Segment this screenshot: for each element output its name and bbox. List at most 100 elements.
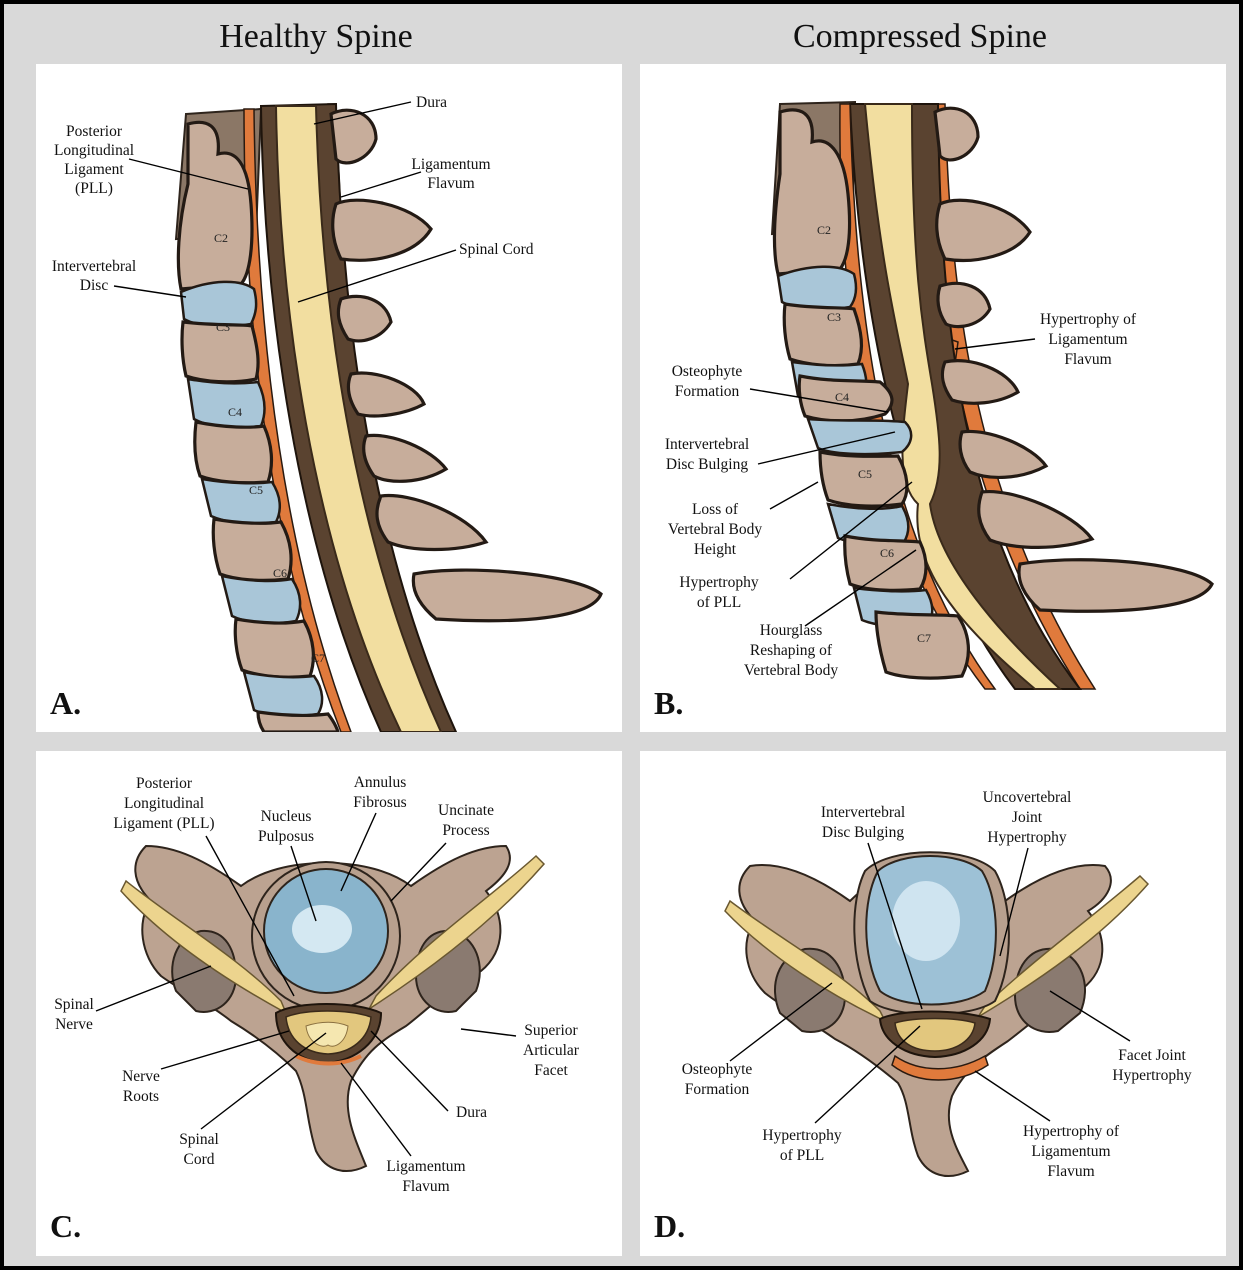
label-spinal-cord: Spinal Cord: [459, 241, 534, 258]
panel-b: C2 C3 C4 C5 C6 C7 Hypertrophy of Ligamen…: [640, 64, 1226, 732]
label-lig-flavum-2: Flavum: [402, 1178, 449, 1195]
label-hyp-pll-1: Hypertrophy: [679, 574, 758, 591]
disc-c4-c5: [202, 479, 280, 524]
label-sup-facet-3: Facet: [534, 1062, 568, 1079]
label-loss-height-2: Vertebral Body: [668, 521, 763, 538]
panel-b-svg: C2 C3 C4 C5 C6 C7 Hypertrophy of Ligamen…: [640, 64, 1226, 732]
spinous-process-c4: [348, 373, 424, 416]
label-hourglass-2: Reshaping of: [750, 642, 833, 659]
vertebra-label: C2: [214, 231, 228, 245]
label-nucleus-2: Pulposus: [258, 828, 314, 845]
label-spinal-nerve-1: Spinal: [54, 996, 94, 1013]
spinous-process-c7: [1019, 560, 1212, 611]
label-hourglass-3: Vertebral Body: [744, 662, 839, 679]
label-annulus-1: Annulus: [354, 774, 407, 791]
spinous-process-c1: [935, 108, 978, 160]
label-disc-bulging-1: Intervertebral: [665, 436, 749, 453]
label-pll-3: Ligament: [64, 161, 124, 178]
vertebra-label: C3: [216, 320, 230, 334]
panel-a-svg: C2 C3 C4 C5 C6 C7 Dura Posterior Longitu…: [36, 64, 622, 732]
label-uncovertebral-1: Uncovertebral: [983, 789, 1072, 806]
spinous-process-c2: [937, 200, 1030, 260]
panel-letter-b: B.: [654, 685, 683, 721]
label-lig-flavum-1: Ligamentum: [411, 156, 490, 173]
label-pll-1: Posterior: [136, 775, 193, 792]
label-loss-height-1: Loss of: [692, 501, 739, 518]
panel-letter-c: C.: [50, 1208, 81, 1244]
leader-line: [371, 1031, 448, 1111]
vertebra-label: C4: [835, 390, 849, 404]
panel-letter-a: A.: [50, 685, 81, 721]
label-disc-2: Disc: [80, 277, 109, 294]
label-dura: Dura: [416, 94, 447, 111]
spinous-process-c2: [333, 200, 431, 260]
label-nerve-roots-1: Nerve: [122, 1068, 160, 1085]
vertebra-label: C3: [827, 310, 841, 324]
label-osteophyte-2: Formation: [675, 383, 740, 400]
disc-c5-c6: [222, 576, 300, 623]
vertebra-label: C5: [249, 483, 263, 497]
label-disc-1: Intervertebral: [52, 258, 136, 275]
label-hyp-lf-2: Ligamentum: [1031, 1143, 1110, 1160]
vertebra-axial-healthy: [121, 846, 544, 1171]
nucleus-pulposus: [292, 905, 352, 953]
vertebra-c7: [876, 612, 968, 678]
label-spinal-nerve-2: Nerve: [55, 1016, 93, 1033]
leader-line: [770, 482, 818, 509]
leader-line: [341, 172, 421, 197]
label-spinal-cord-1: Spinal: [179, 1131, 219, 1148]
vertebra-label: C4: [228, 405, 242, 419]
label-lig-flavum-2: Flavum: [427, 175, 474, 192]
label-hyp-lf-1: Hypertrophy of: [1023, 1123, 1120, 1140]
label-nucleus-1: Nucleus: [261, 808, 312, 825]
label-disc-bulging-2: Disc Bulging: [666, 456, 748, 473]
label-lig-flavum-1: Ligamentum: [386, 1158, 465, 1175]
label-hourglass-1: Hourglass: [760, 622, 823, 639]
leader-line: [975, 1071, 1050, 1121]
vertebra-label: C6: [273, 566, 287, 580]
panel-d-svg: Intervertebral Disc Bulging Uncovertebra…: [640, 751, 1226, 1256]
label-osteophyte-2: Formation: [685, 1081, 750, 1098]
label-hyp-lf-2: Ligamentum: [1048, 331, 1127, 348]
label-loss-height-3: Height: [694, 541, 737, 558]
label-uncinate-2: Process: [442, 822, 489, 839]
label-dura: Dura: [456, 1104, 487, 1121]
label-hyp-lf-3: Flavum: [1047, 1163, 1094, 1180]
label-uncovertebral-3: Hypertrophy: [987, 829, 1066, 846]
spinous-process-c6: [377, 496, 486, 550]
label-sup-facet-1: Superior: [524, 1022, 578, 1039]
vertebra-c7: [258, 712, 338, 732]
spinous-process-c7: [413, 570, 601, 621]
label-uncovertebral-2: Joint: [1012, 809, 1043, 826]
label-facet-hyp-2: Hypertrophy: [1112, 1067, 1191, 1084]
disc-c3-c4: [188, 379, 264, 428]
vertebra-c3: [784, 304, 861, 366]
panel-letter-d: D.: [654, 1208, 685, 1244]
vertebra-c6: [235, 619, 313, 677]
spinous-process-c3: [938, 283, 990, 326]
spinous-process-c3: [338, 296, 391, 340]
label-spinal-cord-2: Cord: [184, 1151, 215, 1168]
label-pll-2: Longitudinal: [124, 795, 204, 812]
label-osteophyte-1: Osteophyte: [672, 363, 743, 380]
vertebra-label: C7: [917, 631, 931, 645]
vertebra-label: C2: [817, 223, 831, 237]
leader-line: [461, 1029, 516, 1036]
label-hyp-pll-2: of PLL: [697, 594, 741, 611]
label-annulus-2: Fibrosus: [353, 794, 406, 811]
label-osteophyte-1: Osteophyte: [682, 1061, 753, 1078]
label-hyp-pll-2: of PLL: [780, 1147, 824, 1164]
vertebra-c6: [845, 536, 926, 590]
label-hyp-pll-1: Hypertrophy: [762, 1127, 841, 1144]
title-compressed-spine: Compressed Spine: [640, 18, 1200, 56]
panel-a: C2 C3 C4 C5 C6 C7 Dura Posterior Longitu…: [36, 64, 622, 732]
vertebra-label: C5: [858, 467, 872, 481]
label-pll-4: (PLL): [75, 180, 113, 197]
label-pll-3: Ligament (PLL): [113, 815, 214, 832]
panel-c-svg: Posterior Longitudinal Ligament (PLL) Nu…: [36, 751, 622, 1256]
spinous-process-c4: [942, 361, 1018, 404]
leader-line: [955, 339, 1035, 349]
vertebra-label: C6: [880, 546, 894, 560]
label-disc-bulging-2: Disc Bulging: [822, 824, 904, 841]
label-hyp-lf-3: Flavum: [1064, 351, 1111, 368]
